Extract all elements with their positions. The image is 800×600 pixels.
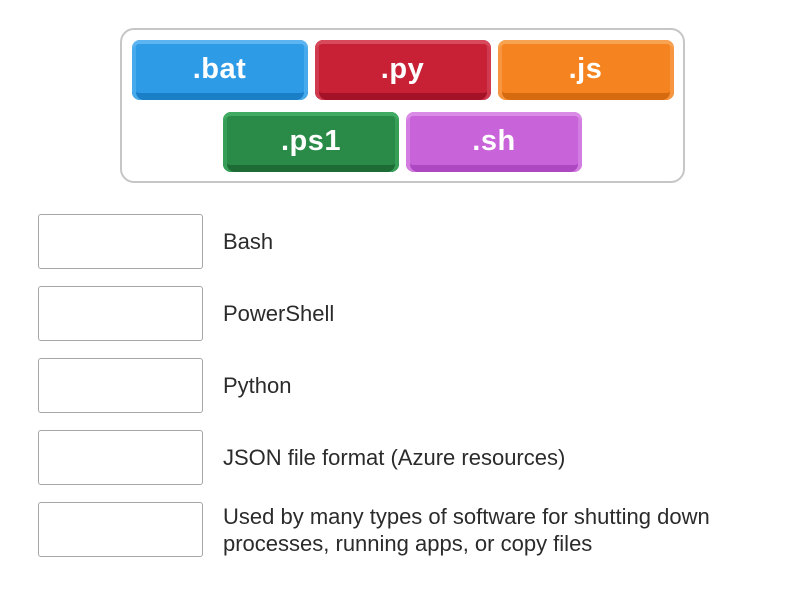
drop-zone-python[interactable] — [38, 358, 203, 413]
match-label-powershell: PowerShell — [223, 301, 335, 326]
tray-row-2: .ps1 .sh — [223, 111, 582, 172]
tile-tray: .bat .py .js .ps1 .sh — [120, 28, 685, 183]
tile-sh[interactable]: .sh — [406, 111, 582, 172]
match-label-software: Used by many types of software for shutt… — [223, 503, 710, 556]
match-label-bash: Bash — [223, 229, 274, 254]
match-row-software: Used by many types of software for shutt… — [38, 502, 743, 557]
match-row-bash: Bash — [38, 214, 743, 269]
drop-zone-powershell[interactable] — [38, 286, 203, 341]
drop-zone-bash[interactable] — [38, 214, 203, 269]
drop-zone-json[interactable] — [38, 430, 203, 485]
match-row-json: JSON file format (Azure resources) — [38, 430, 743, 485]
match-list: Bash PowerShell Python JSON file format … — [38, 214, 743, 557]
match-row-python: Python — [38, 358, 743, 413]
tray-row-1: .bat .py .js — [131, 39, 674, 100]
drop-zone-software[interactable] — [38, 502, 203, 557]
tile-ps1[interactable]: .ps1 — [223, 111, 399, 172]
tile-js[interactable]: .js — [497, 39, 674, 100]
match-label-python: Python — [223, 373, 292, 398]
tile-bat[interactable]: .bat — [131, 39, 308, 100]
tile-py[interactable]: .py — [314, 39, 491, 100]
match-label-json: JSON file format (Azure resources) — [223, 445, 566, 470]
match-row-powershell: PowerShell — [38, 286, 743, 341]
